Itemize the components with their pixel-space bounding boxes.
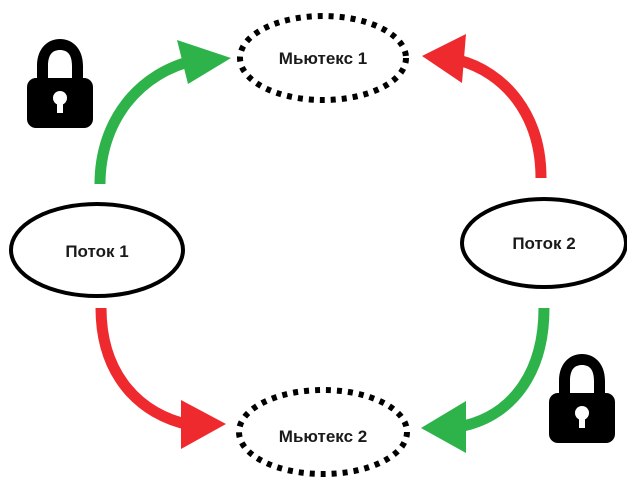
- arrow-shaft: [456, 54, 547, 179]
- padlock-icon: [549, 354, 615, 443]
- arrow-shaft: [95, 307, 192, 431]
- thread-2-outline: [460, 197, 627, 289]
- arrow-thread-1-to-mutex-2: [95, 307, 226, 449]
- mutex-2-outline: [236, 387, 410, 477]
- arrow-head: [177, 40, 231, 84]
- arrow-head: [421, 401, 466, 453]
- thread-1-label: Поток 1: [65, 242, 128, 261]
- arrow-thread-2-to-mutex-2: [421, 307, 550, 453]
- mutex-1-node: Мьютекс 1: [237, 13, 409, 103]
- lock-shackle: [37, 39, 83, 80]
- arrow-shaft: [94, 54, 198, 185]
- thread-2-node: Поток 2: [460, 197, 627, 289]
- mutex-1-label: Мьютекс 1: [279, 49, 367, 68]
- lock-shackle: [559, 354, 605, 395]
- thread-1-outline: [9, 202, 185, 298]
- arrow-shaft: [456, 307, 550, 433]
- thread-1-node: Поток 1: [9, 202, 185, 298]
- mutex-2-label: Мьютекс 2: [279, 427, 367, 446]
- arrow-head: [422, 34, 466, 83]
- thread-2-label: Поток 2: [512, 234, 575, 253]
- padlock-icon: [27, 39, 93, 128]
- arrow-head: [181, 400, 226, 449]
- arrow-thread-2-to-mutex-1: [422, 34, 547, 179]
- arrow-thread-1-to-mutex-1: [94, 40, 231, 185]
- mutex-1-outline: [237, 13, 409, 103]
- mutex-2-node: Мьютекс 2: [236, 387, 410, 477]
- lock-keyhole-slot: [579, 413, 585, 428]
- lock-keyhole-slot: [57, 98, 63, 113]
